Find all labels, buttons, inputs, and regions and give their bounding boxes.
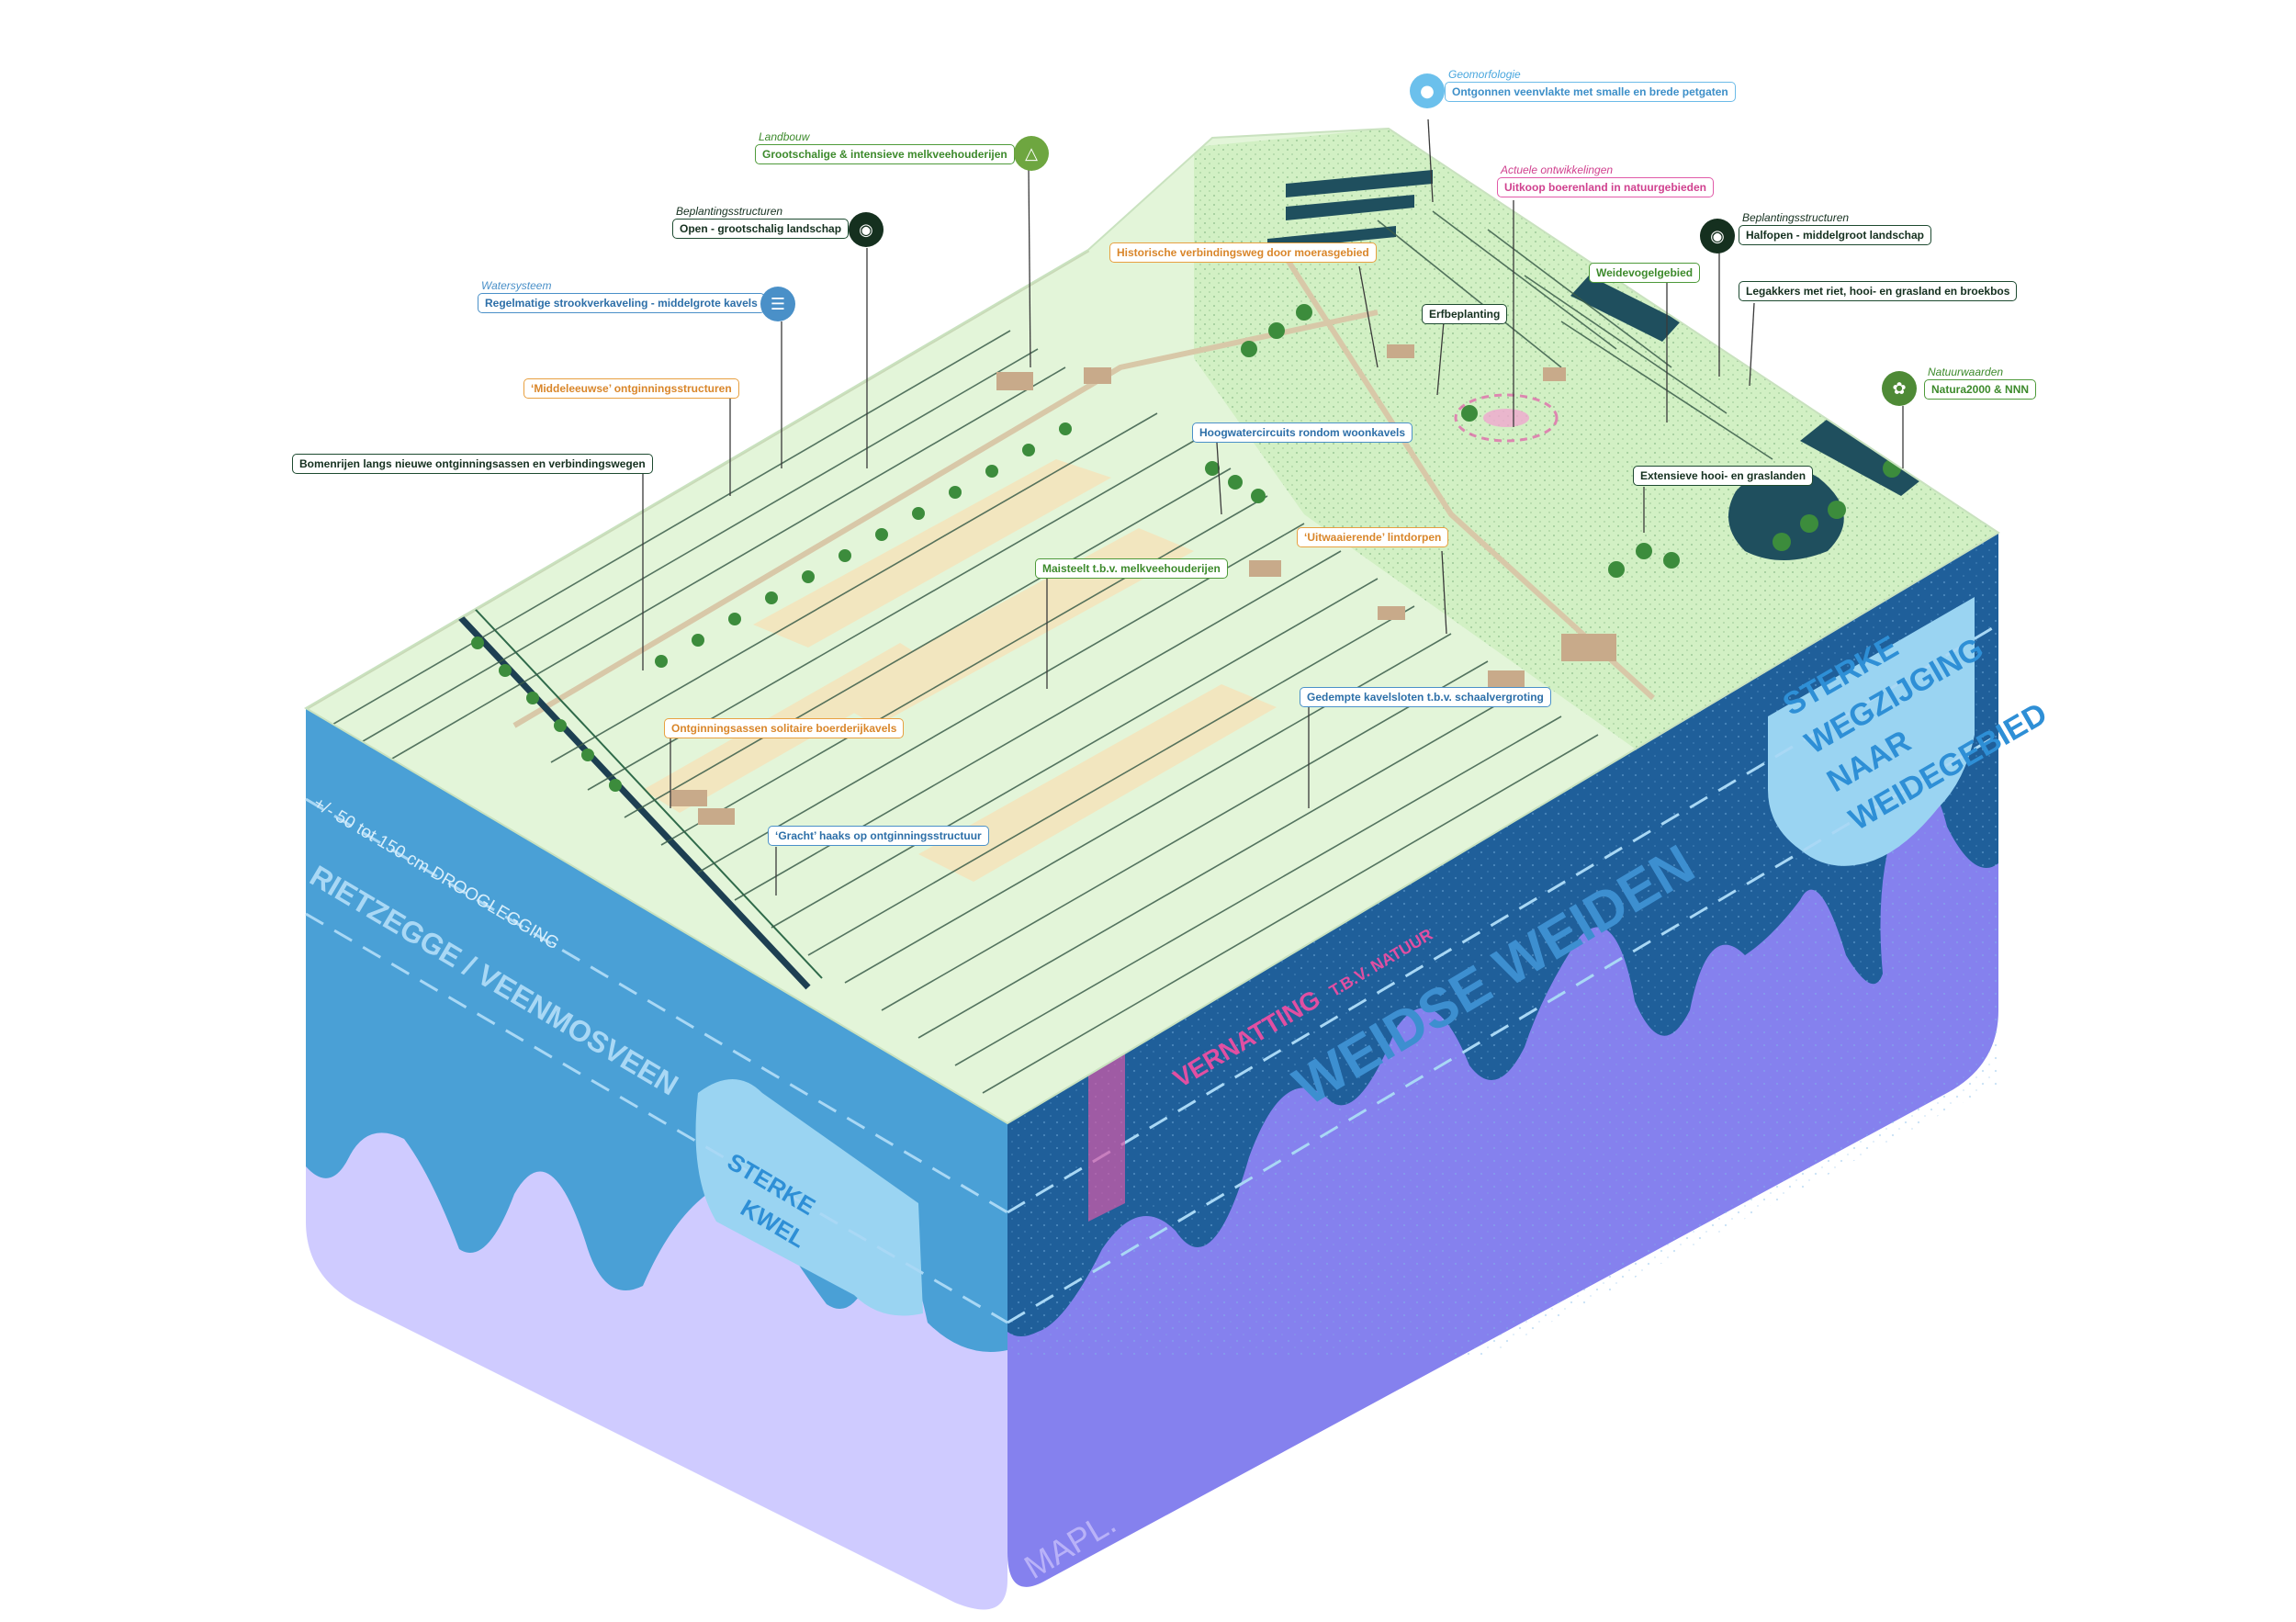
left-face	[305, 708, 1008, 1610]
callout-erfbeplanting: Erfbeplanting	[1422, 304, 1508, 324]
callout-bomenrijen: Bomenrijen langs nieuwe ontginningsassen…	[292, 454, 653, 474]
callout-natuurwaarden: Natuurwaarden Natura2000 & NNN ✿	[1882, 366, 2037, 406]
road	[512, 310, 1379, 728]
maize-field	[918, 684, 1277, 882]
callout-gedempte-kavelsloten: Gedempte kavelsloten t.b.v. schaalvergro…	[1300, 687, 1551, 707]
callout-extensieve: Extensieve hooi- en graslanden	[1633, 466, 1814, 486]
wegzijging-plume	[1768, 597, 1975, 866]
kwel-plume	[695, 1079, 923, 1316]
top-face	[304, 127, 2000, 1125]
petgat	[1286, 170, 1433, 197]
callout-ontginningsassen: Ontginningsassen solitaire boerderijkave…	[664, 718, 905, 738]
lake	[1728, 467, 1844, 560]
callout-legakkers: Legakkers met riet, hooi- en grasland en…	[1739, 281, 2018, 301]
callout-uitwaaierende: ‘Uitwaaierende’ lintdorpen	[1297, 527, 1449, 547]
petgat	[1286, 195, 1414, 220]
callout-historische-verbindingsweg: Historische verbindingsweg door moerasge…	[1109, 242, 1377, 263]
callout-gracht: ‘Gracht’ haaks op ontginningsstructuur	[768, 826, 989, 846]
eye-icon: ◉	[1700, 219, 1735, 253]
ditch-icon: ☰	[760, 287, 795, 321]
leaf-icon: ✿	[1882, 371, 1917, 406]
callout-geomorfologie: Geomorfologie Ontgonnen veenvlakte met s…	[1410, 68, 1736, 108]
cow-icon: △	[1014, 136, 1049, 171]
callout-actuele-ontwikkelingen: Actuele ontwikkelingen Uitkoop boerenlan…	[1497, 163, 1715, 197]
eye-icon: ◉	[849, 212, 884, 247]
callout-maisteelt: Maisteelt t.b.v. melkveehouderijen	[1035, 558, 1228, 579]
maize-field	[753, 459, 1111, 648]
pink-buyout-circle	[1454, 393, 1559, 443]
callout-hoogwatercircuits: Hoogwatercircuits rondom woonkavels	[1192, 422, 1413, 443]
callout-watersysteem: Watersysteem Regelmatige strookverkaveli…	[478, 279, 795, 321]
callout-landbouw: Landbouw Grootschalige & intensieve melk…	[755, 130, 1049, 171]
callout-middeleeuwse: ‘Middeleeuwse’ ontginningsstructuren	[523, 378, 739, 399]
leader-lines	[642, 118, 1904, 895]
callout-beplanting-open: Beplantingsstructuren Open - grootschali…	[672, 205, 884, 247]
callout-weidevogelgebied: Weidevogelgebied	[1589, 263, 1701, 283]
water-icon: ●	[1410, 73, 1445, 108]
callout-beplanting-halfopen: Beplantingsstructuren Halfopen - middelg…	[1700, 211, 1932, 253]
petgat	[1570, 276, 1681, 342]
